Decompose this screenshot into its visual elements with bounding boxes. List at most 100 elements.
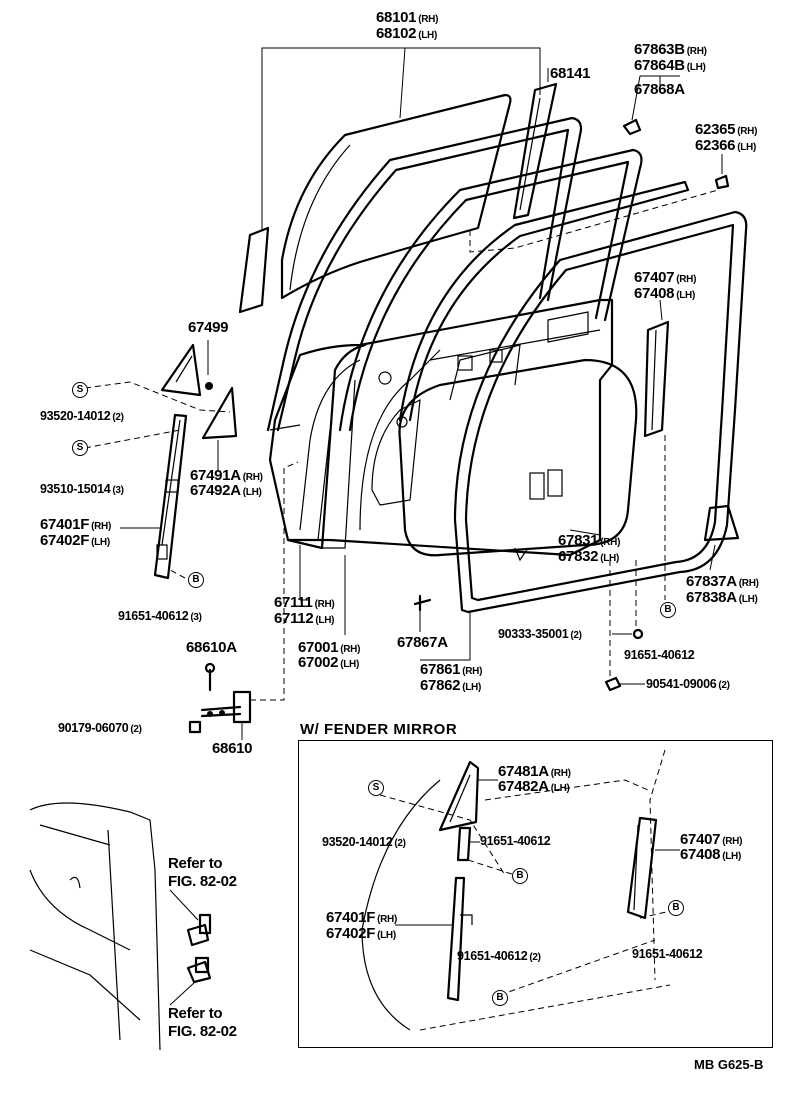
glass-run-channel[interactable] (512, 82, 558, 220)
label-68102: 68102(LH) (376, 25, 438, 42)
label-67838A: 67838A(LH) (686, 589, 758, 606)
dashed-run-top (469, 189, 719, 253)
label-67499: 67499 (188, 319, 229, 336)
screw-90541[interactable] (604, 676, 622, 692)
screw-90333[interactable] (632, 628, 644, 640)
inset-badge-b-2: B (492, 990, 508, 1006)
leader-68101-mid (399, 47, 406, 119)
leader-67861 (420, 612, 471, 661)
label-67402F: 67402F(LH) (40, 532, 110, 549)
door-hole-cover[interactable] (398, 358, 638, 562)
label-62366: 62366(LH) (695, 137, 757, 154)
screw-path-93520 (84, 381, 231, 413)
inset-badge-b-1: B (512, 868, 528, 884)
clip-67867a[interactable] (413, 594, 432, 612)
door-panel[interactable] (268, 298, 614, 557)
label-67407: 67407(RH) (634, 269, 697, 286)
leader-67831 (569, 529, 601, 536)
label-67408: 67408(LH) (634, 285, 696, 302)
label-67401F: 67401F(RH) (40, 516, 111, 533)
inset-label-67408: 67408(LH) (680, 846, 742, 863)
label-93520-14012: 93520-14012(2) (40, 409, 124, 424)
label-fig-82-02-2: FIG. 82-02 (168, 1023, 237, 1040)
inset-label-93520-14012: 93520-14012(2) (322, 835, 406, 850)
cap-62365[interactable] (714, 174, 730, 190)
leader-67407 (659, 299, 663, 321)
label-67862: 67862(LH) (420, 677, 482, 694)
fender-mirror-inset-frame (298, 740, 773, 1048)
badge-s-93520: S (72, 382, 88, 398)
label-68101: 68101(RH) (376, 9, 439, 26)
inset-label-91651-40612-c: 91651-40612 (632, 947, 703, 961)
label-91651-40612-3: 91651-40612(3) (118, 609, 202, 624)
leader-67863B (631, 75, 680, 121)
label-refer-to-1: Refer to (168, 855, 223, 872)
label-68610A: 68610A (186, 639, 237, 656)
door-glass[interactable] (280, 93, 512, 300)
label-refer-to-2: Refer to (168, 1005, 223, 1022)
inset-division-bar[interactable] (626, 816, 658, 920)
leader-67111 (299, 545, 310, 601)
hinge-upper[interactable] (186, 913, 212, 947)
door-frame-weatherstrip-3[interactable] (398, 180, 690, 422)
inset-title: W/ FENDER MIRROR (300, 721, 458, 738)
glass-run-front-strip[interactable] (238, 226, 270, 314)
inset-lower-channel[interactable] (446, 876, 473, 1002)
label-67112: 67112(LH) (274, 610, 335, 627)
label-67001: 67001(RH) (298, 639, 361, 656)
label-90333-35001: 90333-35001(2) (498, 627, 582, 642)
label-67491A: 67491A(RH) (190, 467, 263, 484)
nut-90179[interactable] (188, 720, 202, 734)
inset-label-67402F: 67402F(LH) (326, 925, 396, 942)
inset-label-67407: 67407(RH) (680, 831, 743, 848)
label-62365: 62365(RH) (695, 121, 758, 138)
label-67832: 67832(LH) (558, 548, 620, 565)
leader-67837A (709, 544, 716, 571)
label-67837A: 67837A(RH) (686, 573, 759, 590)
hinge-lower[interactable] (186, 956, 212, 984)
leader-ref-1 (169, 889, 199, 921)
door-frame-weatherstrip-1[interactable] (266, 116, 583, 432)
bolt-68610A-head (204, 662, 216, 674)
screw-path-93510 (84, 429, 181, 449)
inset-badge-s: S (368, 780, 384, 796)
inset-delta-cover[interactable] (438, 760, 480, 832)
label-68610: 68610 (212, 740, 253, 757)
inset-label-91651-40612-a: 91651-40612 (480, 834, 551, 848)
delta-cover-top[interactable] (160, 343, 202, 397)
check-ref-dashed (250, 461, 299, 701)
label-67861: 67861(RH) (420, 661, 483, 678)
label-93510-15014: 93510-15014(3) (40, 482, 124, 497)
label-91651-40612: 91651-40612 (624, 648, 695, 662)
bolt-67499[interactable] (205, 382, 213, 390)
leader-68101 (261, 47, 541, 230)
door-check-assembly[interactable] (200, 690, 252, 724)
inset-label-67481A: 67481A(RH) (498, 763, 571, 780)
weatherstrip-end-pad[interactable] (703, 504, 740, 542)
inset-badge-b-3: B (668, 900, 684, 916)
label-68141: 68141 (550, 65, 591, 82)
badge-b-91651a: B (188, 572, 204, 588)
label-67867A: 67867A (397, 634, 448, 651)
door-division-bar[interactable] (643, 320, 670, 438)
inset-screw-path-b1 (467, 859, 519, 877)
inset-body-outline (361, 749, 671, 1031)
badge-s-93510: S (72, 440, 88, 456)
door-frame-weatherstrip-2[interactable] (338, 148, 643, 432)
inset-label-67401F: 67401F(RH) (326, 909, 397, 926)
label-67002: 67002(LH) (298, 654, 360, 671)
inset-screw-path-b3 (639, 909, 676, 919)
front-lower-channel[interactable] (153, 413, 188, 580)
label-90179-06070: 90179-06070(2) (58, 721, 142, 736)
label-90541-09006: 90541-09006(2) (646, 677, 730, 692)
clip-67868a[interactable] (622, 118, 642, 136)
inset-label-91651-40612-2: 91651-40612(2) (457, 949, 541, 964)
label-fig-82-02-1: FIG. 82-02 (168, 873, 237, 890)
label-67492A: 67492A(LH) (190, 482, 262, 499)
label-67863B: 67863B(RH) (634, 41, 707, 58)
label-67868A: 67868A (634, 81, 685, 98)
leader-ref-2 (169, 981, 196, 1006)
mirror-cover-triangle[interactable] (201, 386, 238, 440)
door-outer-panel[interactable] (286, 343, 367, 550)
